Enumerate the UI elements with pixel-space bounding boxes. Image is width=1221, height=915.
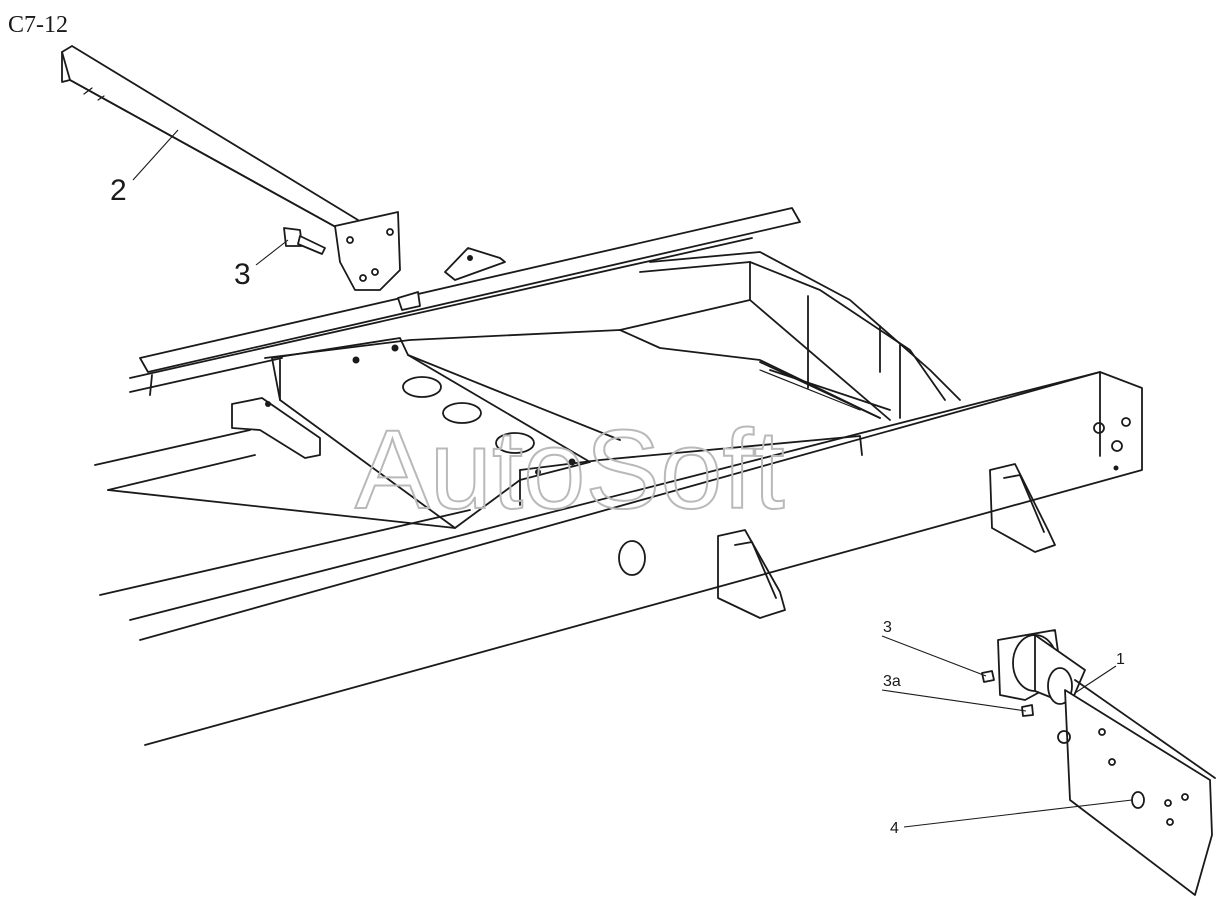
support-bar-mounting-plate [334,211,401,291]
callout-leaders [132,129,1133,828]
left-support-bracket [231,397,321,459]
leader-2 [132,129,179,181]
frame-bracket-right [989,463,1056,553]
leader-3-upper [255,239,289,266]
watermark: AutoSoft [355,407,785,532]
frame-rail-hole [618,540,646,576]
callout-3a: 3a [883,673,901,690]
mudguard-assembly [981,629,1216,896]
callout-2: 2 [110,174,127,207]
leader-3-lower [881,635,987,677]
rear-frame-rail-lower-edge [129,237,753,379]
front-frame-rail [139,371,1143,746]
gusset-hole-1 [402,376,442,398]
chassis-frame [94,207,1143,746]
callout-1: 1 [1116,651,1125,668]
leader-1 [1074,665,1117,694]
gusset-plate [271,337,591,529]
frame-nut [397,291,421,311]
part-2-support-bar [61,45,401,291]
part-3a-washer [1021,704,1034,717]
callout-3-lower: 3 [883,619,892,636]
frame-bracket-center [717,529,786,619]
rear-frame-rail-cut-mark [149,374,153,396]
gusset-hole-2 [442,402,482,424]
support-bar-body [61,45,359,237]
callout-3-upper: 3 [234,258,251,291]
part-3-bolt-upper [283,227,326,255]
leader-3a [881,689,1027,712]
callout-4: 4 [890,820,899,837]
leader-4 [903,799,1133,828]
inner-frame-rail [94,429,251,466]
bolt-shank-upper [297,235,326,255]
part-3-bolt-lower [981,670,995,683]
arched-cross-member [639,261,946,401]
rear-frame-rail-top [139,207,801,373]
top-rail-bracket [444,247,506,281]
gusset-hole-3 [495,432,535,454]
diagram-code-label: C7-12 [8,12,68,38]
cross-member-top [264,329,881,419]
